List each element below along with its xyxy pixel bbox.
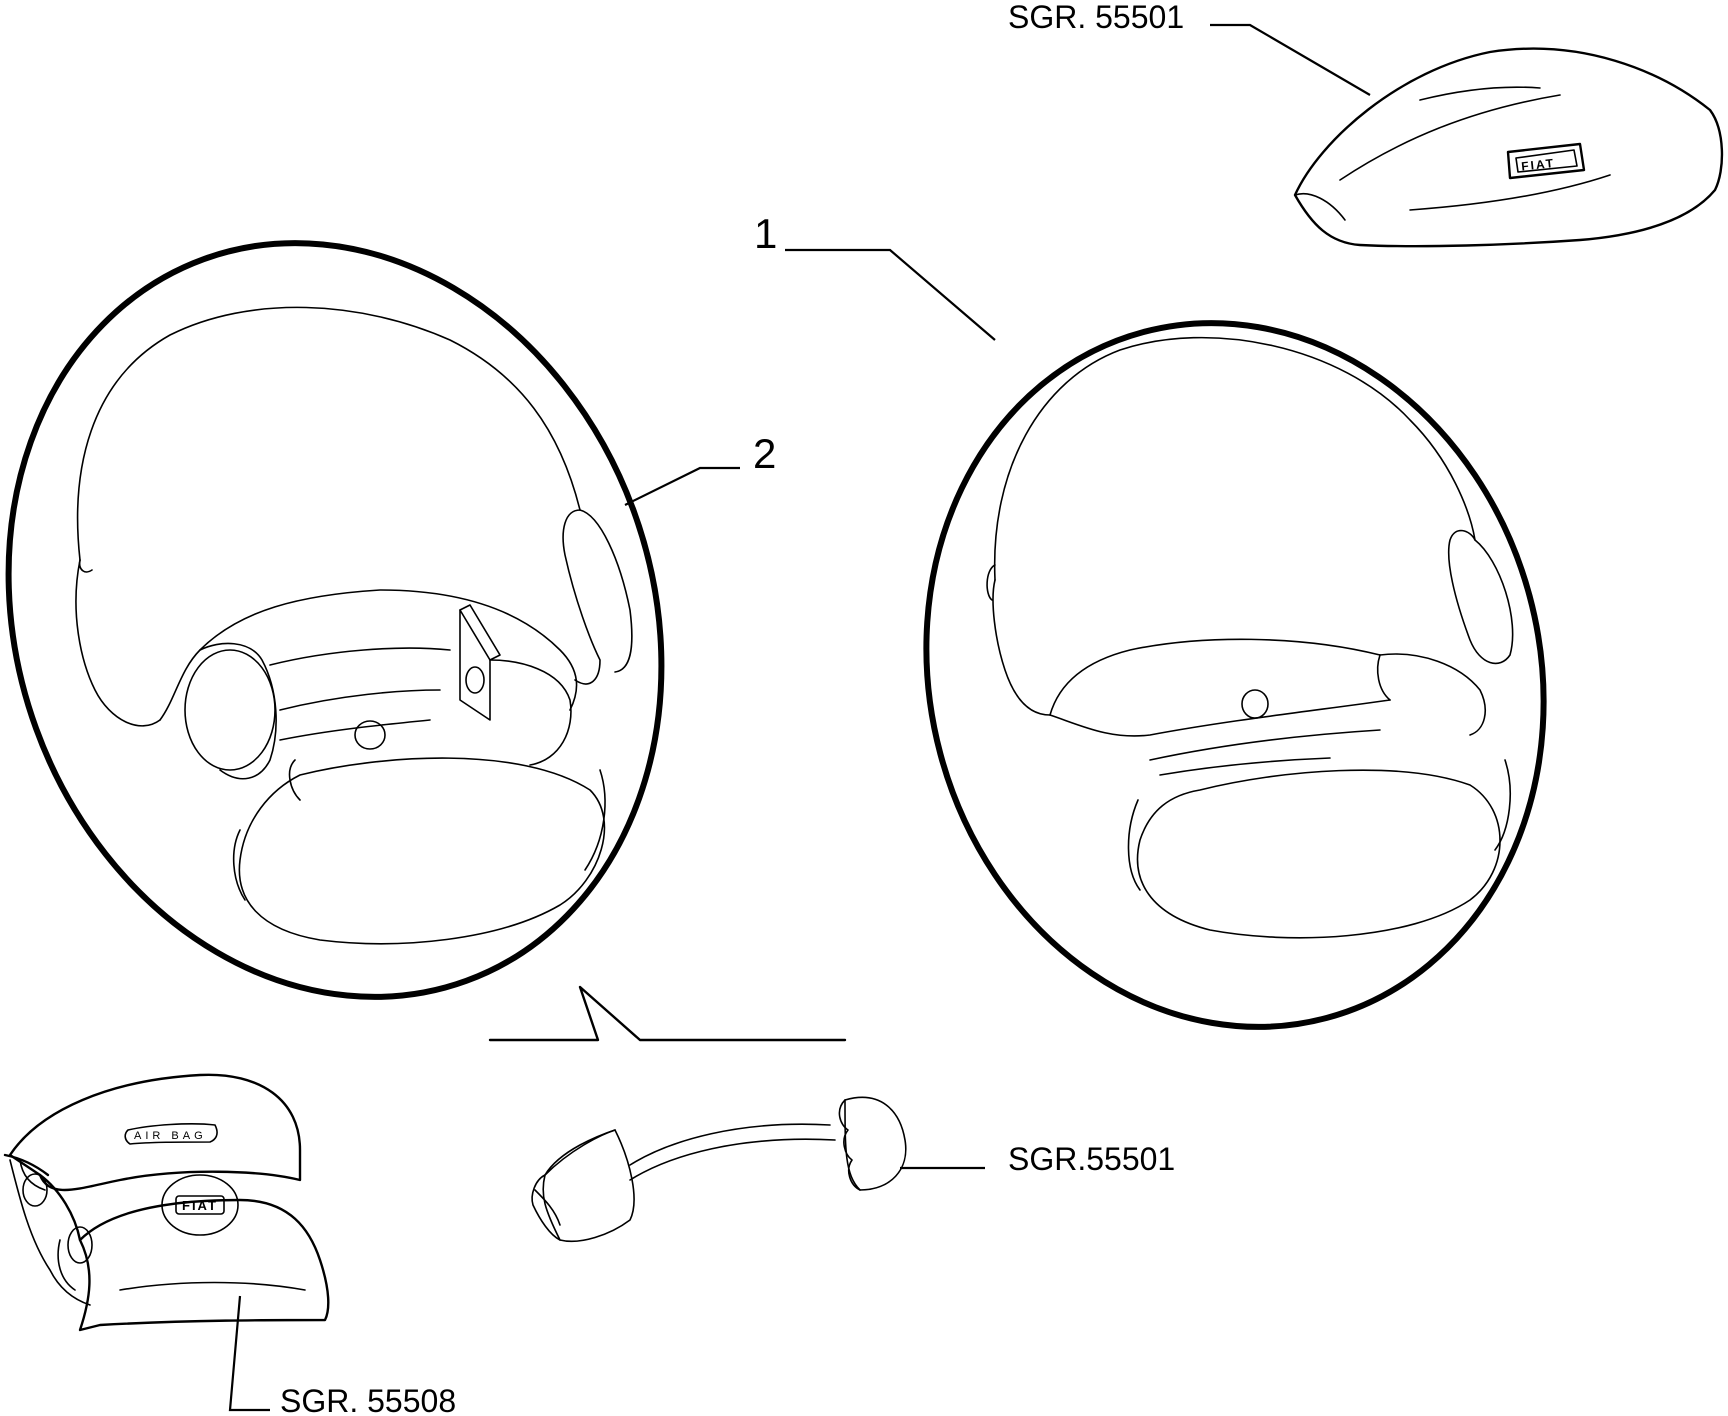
- leader-ref-top: [1210, 23, 1371, 96]
- leader-ref-bottom: [228, 1295, 270, 1412]
- ref-label-middle: SGR.55501: [1008, 1141, 1175, 1177]
- steering-wheel-1: [923, 320, 1547, 1030]
- steering-wheel-2: [5, 240, 665, 1000]
- item-number-1: 1: [754, 210, 777, 257]
- leader-lines: [228, 23, 1371, 1412]
- clock-spring-cable: [531, 1096, 907, 1243]
- logo-marking-bottom: FIAT: [182, 1198, 218, 1213]
- logo-marking-top: FIAT: [1521, 156, 1556, 173]
- section-break-line: [488, 985, 847, 1042]
- leader-item-1: [785, 248, 996, 341]
- airbag-cover-top: [1293, 47, 1724, 248]
- ref-label-top: SGR. 55501: [1008, 0, 1184, 35]
- airbag-module-bottom: [3, 1073, 330, 1332]
- item-number-2: 2: [753, 430, 776, 477]
- leader-item-2: [624, 466, 740, 506]
- ref-label-bottom: SGR. 55508: [280, 1383, 456, 1416]
- airbag-marking-text: AIR BAG: [134, 1130, 207, 1142]
